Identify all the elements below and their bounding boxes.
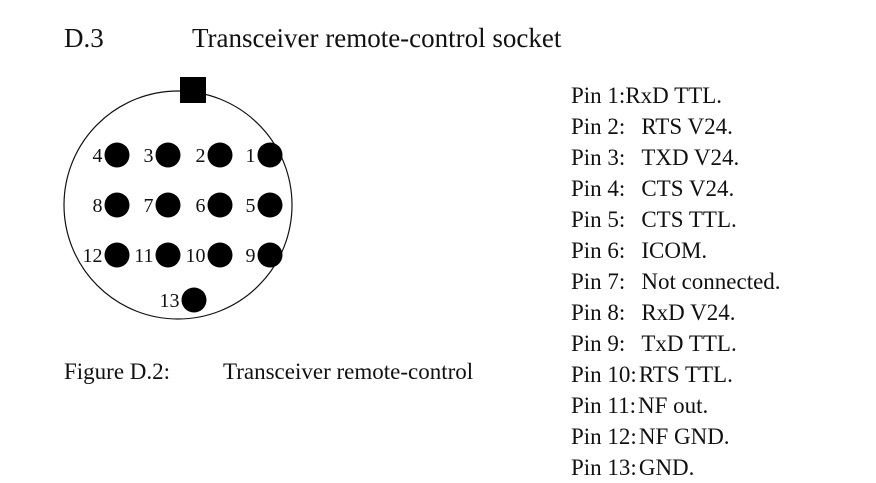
pin-signal: GND. [638,455,695,480]
pin-signal: Not connected. [641,269,781,294]
pin-dot [257,242,283,268]
pin-name: Pin 7: [571,269,626,294]
pin-assignment-row: Pin 11:NF out. [571,390,781,421]
pin-assignment-list: Pin 1:RxD TTL. Pin 2: RTS V24. Pin 3: TXD V2… [571,80,781,483]
pin-signal: NF GND. [638,424,730,449]
pin-signal: RxD TTL. [625,83,723,108]
pin-assignment-row: Pin 2: RTS V24. [571,111,781,142]
pin-signal: RxD V24. [641,300,736,325]
pin-assignment-row: Pin 1:RxD TTL. [571,80,781,111]
pin-separator [625,142,641,173]
pin-separator [625,173,641,204]
pin-number-label: 8 [93,195,103,217]
pin-separator [625,266,641,297]
pin-name: Pin 8: [571,300,626,325]
pin-dot [155,192,181,218]
pin-dot [207,192,233,218]
pin-dot [257,142,283,168]
pin-dot [104,242,130,268]
figure-label: Figure D.2: [64,359,171,384]
pin-signal: RTS V24. [641,114,733,139]
pin-assignment-row: Pin 9: TxD TTL. [571,328,781,359]
pin-assignment-row: Pin 6: ICOM. [571,235,781,266]
pin-separator [625,111,641,142]
pin-number-label: 11 [134,245,153,267]
pin-separator [625,235,641,266]
pin-number-label: 13 [160,290,180,312]
pin-number-label: 12 [83,245,103,267]
pin-dot [257,192,283,218]
pin-assignment-row: Pin 10:RTS TTL. [571,359,781,390]
pin-name: Pin 9: [571,331,626,356]
pin-number-label: 4 [93,145,103,167]
pin-name: Pin 10: [571,362,637,387]
pin-name: Pin 11: [571,393,636,418]
pin-assignment-row: Pin 12:NF GND. [571,421,781,452]
pin-assignment-row: Pin 13:GND. [571,452,781,483]
pin-name: Pin 4: [571,176,626,201]
pin-number-label: 9 [246,245,256,267]
pin-dot [181,287,207,313]
pin-name: Pin 5: [571,207,626,232]
pin-dot [207,142,233,168]
pin-number-label: 6 [196,195,206,217]
pin-signal: RTS TTL. [638,362,733,387]
pin-dot [155,242,181,268]
pin-separator [625,297,641,328]
section-title: Transceiver remote-control socket [192,23,562,53]
pin-number-label: 5 [246,195,256,217]
pin-number-label: 7 [144,195,154,217]
pin-name: Pin 1: [571,83,626,108]
pin-name: Pin 12: [571,424,637,449]
pin-assignment-row: Pin 4: CTS V24. [571,173,781,204]
figure-caption: Transceiver remote-control [223,359,474,384]
pin-dot [104,192,130,218]
pin-number-label: 1 [246,145,256,167]
pin-signal: CTS V24. [641,176,735,201]
pin-assignment-row: Pin 7: Not connected. [571,266,781,297]
section-number: D.3 [64,23,104,53]
pin-signal: TxD TTL. [641,331,737,356]
socket-key-notch [180,77,206,103]
pin-signal: CTS TTL. [641,207,737,232]
pin-dot [104,142,130,168]
pin-name: Pin 3: [571,145,626,170]
pin-dot [207,242,233,268]
pin-dot [155,142,181,168]
pin-signal: ICOM. [641,238,708,263]
pin-separator [625,204,641,235]
pin-signal: TXD V24. [641,145,740,170]
pin-name: Pin 13: [571,455,637,480]
pin-name: Pin 6: [571,238,626,263]
pin-separator [625,328,641,359]
pin-assignment-row: Pin 3: TXD V24. [571,142,781,173]
pin-number-label: 3 [144,145,154,167]
pin-signal: NF out. [637,393,709,418]
pin-number-label: 10 [186,245,206,267]
socket-outline [63,90,293,320]
pin-assignment-row: Pin 8: RxD V24. [571,297,781,328]
pin-assignment-row: Pin 5: CTS TTL. [571,204,781,235]
pin-number-label: 2 [196,145,206,167]
pin-name: Pin 2: [571,114,626,139]
